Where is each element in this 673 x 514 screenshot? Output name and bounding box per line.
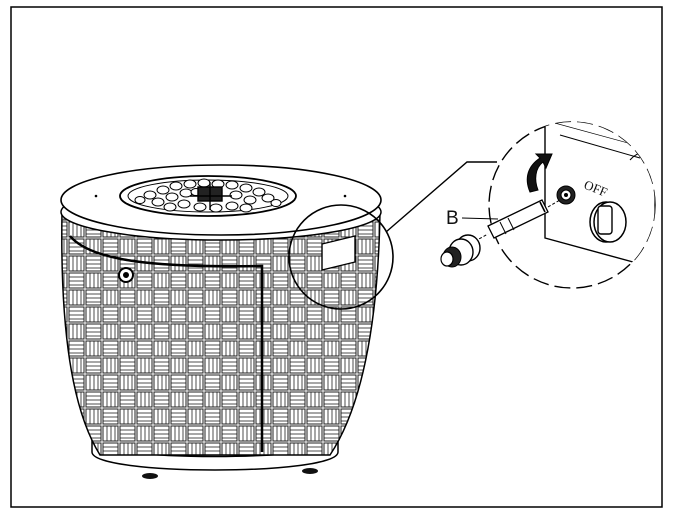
detail-callout-circle [288,204,394,310]
base-foot-right [302,468,318,474]
part-b-leader [461,217,499,220]
valve-knob [589,201,627,243]
burner [190,182,232,210]
battery-cap [440,234,481,268]
fire-pit-table [60,164,382,479]
rotation-arrow-icon [526,153,553,193]
insertion-path [547,199,561,208]
igniter-button [556,185,576,205]
page-frame [10,6,663,508]
igniter-assembly: B [440,199,561,268]
zoomed-valve-view: OFF [488,121,656,289]
woven-body [61,211,381,456]
part-label-b: B [446,208,459,229]
valve-housing [544,122,655,269]
access-door [69,235,264,452]
control-panel [321,235,356,271]
base-foot-left [142,473,158,479]
callout-leader-line [385,161,497,233]
